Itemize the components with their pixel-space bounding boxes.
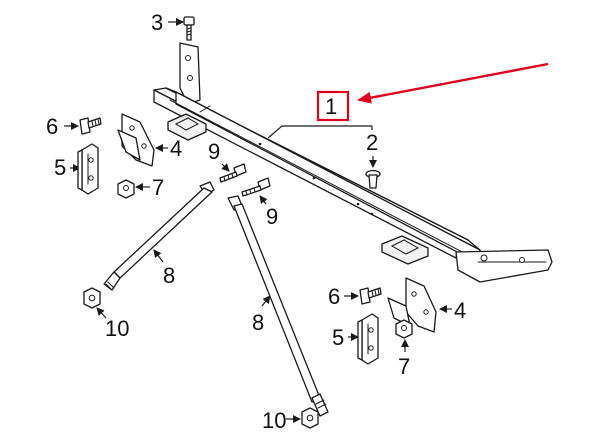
highlight-arrow <box>357 62 549 104</box>
callout-10-left: 10 <box>105 316 129 341</box>
callout-8-right: 8 <box>252 310 264 335</box>
callout-3: 3 <box>151 10 163 35</box>
bracket-part-4-right[interactable] <box>387 277 437 333</box>
highlight-box <box>316 90 350 122</box>
brace-rod-part-8-right[interactable] <box>227 195 329 417</box>
bolt-part-9-lower[interactable] <box>241 177 271 197</box>
callout-4-left: 4 <box>170 136 182 161</box>
callout-9-bottom: 9 <box>266 204 278 229</box>
callout-8-left: 8 <box>163 263 175 288</box>
bracket-part-5-left[interactable] <box>77 143 99 195</box>
callout-5-left: 5 <box>54 155 66 180</box>
callout-4-right: 4 <box>454 298 466 323</box>
callout-2: 2 <box>366 130 378 155</box>
nut-part-10-left[interactable] <box>83 287 101 309</box>
bolt-part-3[interactable] <box>183 16 195 41</box>
crossmember-beam[interactable] <box>153 42 553 283</box>
callout-7-left: 7 <box>152 175 164 200</box>
callout-5-right: 5 <box>332 325 344 350</box>
leader-1 <box>267 125 372 139</box>
callout-7-right: 7 <box>398 354 410 379</box>
nut-part-10-right[interactable] <box>301 407 319 429</box>
nut-part-7-left[interactable] <box>117 179 135 199</box>
bracket-part-4-left[interactable] <box>117 113 155 167</box>
callout-6-right: 6 <box>328 284 340 309</box>
callout-9-top: 9 <box>208 139 220 164</box>
bolt-part-6-right[interactable] <box>359 287 382 305</box>
rivet-part-2[interactable] <box>365 169 381 189</box>
callout-1: 1 <box>325 94 337 119</box>
callout-6-left: 6 <box>46 114 58 139</box>
bolt-part-9-upper[interactable] <box>219 163 247 183</box>
brace-rod-part-8-left[interactable] <box>103 181 215 291</box>
callout-10-right: 10 <box>262 408 286 433</box>
bracket-part-5-right[interactable] <box>357 313 379 365</box>
bolt-part-6-left[interactable] <box>79 117 102 135</box>
nut-part-7-right[interactable] <box>395 319 413 339</box>
